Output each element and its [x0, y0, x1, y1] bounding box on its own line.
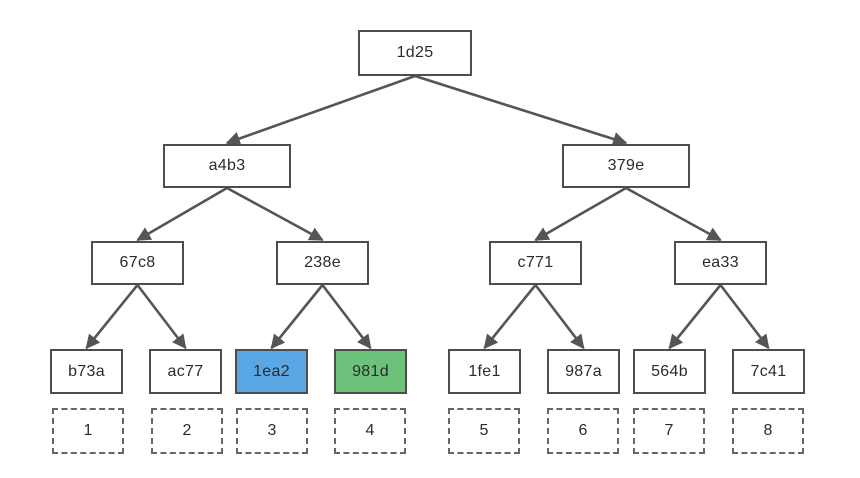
data-block-label: 5	[479, 422, 489, 439]
edge-l2_1-to-h1	[85, 284, 139, 350]
level2-node-4: ea33	[674, 241, 767, 285]
edge-l1_left-to-l2_1	[136, 186, 228, 242]
node-label: 564b	[651, 362, 688, 380]
hash-node-8: 7c41	[732, 349, 805, 394]
data-block-4: 4	[334, 408, 406, 454]
edge-l2_2-to-h4	[321, 284, 372, 350]
node-label: b73a	[68, 362, 105, 380]
edge-l1_right-to-l2_3	[534, 186, 627, 242]
level1-right-node: 379e	[562, 144, 690, 188]
hash-node-6: 987a	[547, 349, 620, 394]
data-block-label: 1	[83, 422, 93, 439]
hash-node-3: 1ea2	[235, 349, 308, 394]
level2-node-3: c771	[489, 241, 582, 285]
hash-node-1: b73a	[50, 349, 123, 394]
node-label: ea33	[702, 254, 739, 271]
node-label: 67c8	[119, 254, 156, 271]
node-label: 1fe1	[468, 362, 501, 380]
data-block-label: 3	[267, 422, 277, 439]
node-label: 238e	[304, 254, 341, 271]
data-block-5: 5	[448, 408, 520, 454]
edge-root-to-l1_left	[225, 74, 416, 146]
level1-left-node: a4b3	[163, 144, 291, 188]
hash-node-2: ac77	[149, 349, 222, 394]
edge-l2_2-to-h3	[270, 284, 324, 350]
edge-l2_1-to-h2	[136, 284, 187, 350]
node-label: 1ea2	[253, 362, 290, 380]
data-block-3: 3	[236, 408, 308, 454]
edge-l2_3-to-h6	[534, 284, 585, 350]
edge-l2_3-to-h5	[483, 284, 537, 350]
level2-node-1: 67c8	[91, 241, 184, 285]
node-label: 987a	[565, 362, 602, 380]
edge-l1_right-to-l2_4	[625, 186, 722, 242]
edge-root-to-l1_right	[414, 74, 628, 146]
edge-l2_4-to-h8	[719, 284, 770, 350]
level2-node-2: 238e	[276, 241, 369, 285]
data-block-label: 7	[664, 422, 674, 439]
data-block-6: 6	[547, 408, 619, 454]
data-block-1: 1	[52, 408, 124, 454]
hash-node-7: 564b	[633, 349, 706, 394]
edge-l1_left-to-l2_2	[226, 186, 324, 242]
data-block-label: 8	[763, 422, 773, 439]
data-block-7: 7	[633, 408, 705, 454]
hash-node-4: 981d	[334, 349, 407, 394]
data-block-label: 6	[578, 422, 588, 439]
node-label: 981d	[352, 362, 389, 380]
edge-l2_4-to-h7	[668, 284, 722, 350]
data-block-2: 2	[151, 408, 223, 454]
data-block-label: 4	[365, 422, 375, 439]
node-label: ac77	[167, 362, 204, 380]
node-label: 379e	[607, 157, 645, 174]
hash-node-5: 1fe1	[448, 349, 521, 394]
node-label: 1d25	[396, 44, 434, 61]
data-block-8: 8	[732, 408, 804, 454]
data-block-label: 2	[182, 422, 192, 439]
node-label: 7c41	[750, 362, 787, 380]
node-label: a4b3	[208, 157, 246, 174]
node-label: c771	[517, 254, 554, 271]
root-hash-node: 1d25	[358, 30, 472, 76]
